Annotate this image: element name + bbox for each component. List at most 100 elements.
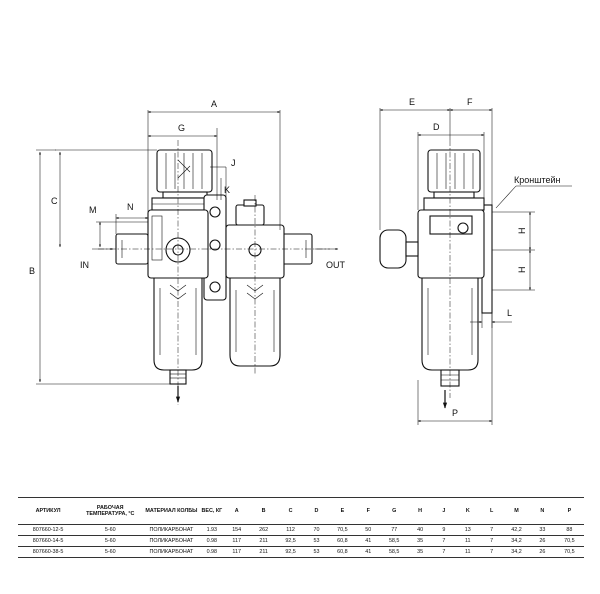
table-cell: 5-60: [78, 535, 143, 547]
dim-label-n: N: [127, 202, 134, 212]
dim-label-a: A: [211, 99, 217, 109]
table-cell: 92,5: [277, 535, 305, 547]
table-cell: 13: [455, 524, 481, 536]
dim-label-g: G: [178, 123, 185, 133]
table-cell: 1.93: [200, 524, 224, 536]
table-cell: 41: [355, 546, 381, 558]
header-cell: B: [250, 497, 278, 525]
header-cell: J: [432, 497, 456, 525]
dim-label-b: B: [29, 266, 35, 276]
table-cell: 42,2: [503, 524, 530, 536]
side-gauge-knob: [379, 229, 407, 269]
table-cell: 50: [355, 524, 381, 536]
table-cell: 35: [407, 535, 433, 547]
table-cell: 34,2: [503, 535, 530, 547]
table-cell: 41: [355, 535, 381, 547]
table-cell: 117: [223, 535, 251, 547]
table-row: 807660-38-5 5-60 ПОЛИКАРБОНАТ 0.98 117 2…: [18, 546, 584, 558]
table-header-row: АРТИКУЛ РАБОЧАЯ ТЕМПЕРАТУРА, °C МАТЕРИАЛ…: [18, 497, 584, 525]
dim-label-c: C: [51, 196, 58, 206]
header-cell: F: [355, 497, 381, 525]
dim-label-p: P: [452, 408, 458, 418]
table-cell: 211: [250, 546, 278, 558]
table-cell: 807660-14-5: [18, 535, 79, 547]
dim-label-l: L: [507, 308, 512, 318]
port-out-label: OUT: [326, 260, 346, 270]
table-cell: 211: [250, 535, 278, 547]
table-cell: ПОЛИКАРБОНАТ: [142, 524, 201, 536]
table-cell: 11: [455, 546, 481, 558]
inlet-port-block: [115, 233, 149, 265]
table-cell: 0.98: [200, 535, 224, 547]
header-cell: L: [480, 497, 503, 525]
table-cell: 58,5: [380, 535, 408, 547]
table-cell: 7: [480, 524, 503, 536]
table-cell: ПОЛИКАРБОНАТ: [142, 535, 201, 547]
table-cell: 11: [455, 535, 481, 547]
front-view: IN OUT A G J K C M N B: [29, 99, 346, 405]
table-cell: 112: [277, 524, 305, 536]
side-regulator-knob: [427, 149, 481, 193]
header-cell: C: [277, 497, 305, 525]
table-cell: 9: [432, 524, 456, 536]
table-cell: 58,5: [380, 546, 408, 558]
header-cell: МАТЕРИАЛ КОЛБЫ: [142, 497, 201, 525]
header-cell: ВЕС, КГ: [200, 497, 224, 525]
table-cell: 88: [554, 524, 584, 536]
header-cell: E: [328, 497, 356, 525]
table-cell: 34,2: [503, 546, 530, 558]
dim-label-k: K: [224, 185, 230, 195]
table-cell: 40: [407, 524, 433, 536]
table-cell: 807660-12-5: [18, 524, 79, 536]
table-cell: 7: [432, 535, 456, 547]
table-row: 807660-14-5 5-60 ПОЛИКАРБОНАТ 0.98 117 2…: [18, 535, 584, 547]
dim-label-e: E: [409, 97, 415, 107]
table-cell: 70,5: [328, 524, 356, 536]
table-cell: 70,5: [554, 546, 584, 558]
header-cell: P: [554, 497, 584, 525]
table-cell: 117: [223, 546, 251, 558]
table-cell: 26: [529, 535, 555, 547]
table-cell: 60,8: [328, 535, 356, 547]
table-cell: 77: [380, 524, 408, 536]
dim-label-j: J: [231, 158, 236, 168]
header-cell: M: [503, 497, 530, 525]
spec-table: АРТИКУЛ РАБОЧАЯ ТЕМПЕРАТУРА, °C МАТЕРИАЛ…: [18, 497, 584, 558]
bracket-label: Кронштейн: [514, 175, 560, 185]
table-cell: 7: [480, 535, 503, 547]
table-cell: 70,5: [554, 535, 584, 547]
dim-label-h-lower: H: [517, 267, 527, 274]
lubricator-head: [235, 204, 265, 226]
table-cell: 262: [250, 524, 278, 536]
header-cell: H: [407, 497, 433, 525]
header-cell: K: [455, 497, 481, 525]
table-cell: 807660-38-5: [18, 546, 79, 558]
table-cell: 5-60: [78, 524, 143, 536]
header-cell: A: [223, 497, 251, 525]
table-cell: 33: [529, 524, 555, 536]
header-cell: D: [304, 497, 329, 525]
header-cell: АРТИКУЛ: [18, 497, 79, 525]
technical-drawing: IN OUT A G J K C M N B: [29, 97, 572, 425]
table-cell: 5-60: [78, 546, 143, 558]
dim-label-d: D: [433, 122, 440, 132]
table-cell: 70: [304, 524, 329, 536]
header-cell: N: [529, 497, 555, 525]
dim-label-h-upper: H: [517, 228, 527, 235]
header-cell: G: [380, 497, 408, 525]
table-cell: 53: [304, 535, 329, 547]
table-cell: 53: [304, 546, 329, 558]
table-cell: 7: [480, 546, 503, 558]
port-in-label: IN: [80, 260, 89, 270]
table-cell: 7: [432, 546, 456, 558]
dim-label-m: M: [89, 205, 97, 215]
table-cell: 92,5: [277, 546, 305, 558]
table-cell: 26: [529, 546, 555, 558]
table-cell: 35: [407, 546, 433, 558]
table-cell: 60,8: [328, 546, 356, 558]
table-cell: 0.98: [200, 546, 224, 558]
header-cell: РАБОЧАЯ ТЕМПЕРАТУРА, °C: [78, 497, 143, 525]
table-row: 807660-12-5 5-60 ПОЛИКАРБОНАТ 1.93 154 2…: [18, 524, 584, 536]
table-cell: ПОЛИКАРБОНАТ: [142, 546, 201, 558]
regulator-knob: [156, 149, 213, 193]
